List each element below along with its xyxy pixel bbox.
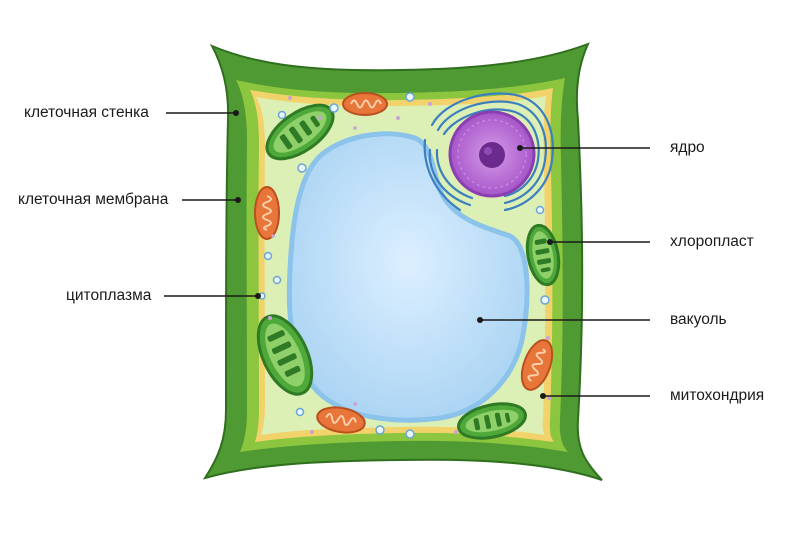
leader-lines (164, 112, 650, 397)
granules (268, 96, 551, 434)
label-cell-wall: клеточная стенка (24, 104, 149, 121)
label-mitochondria: митохондрия (670, 387, 765, 404)
nucleolus (479, 142, 505, 168)
label-cell-membrane: клеточная мембрана (18, 191, 169, 208)
label-nucleus: ядро (670, 139, 705, 156)
endoplasmic-reticulum (423, 92, 554, 212)
mitochondrion-right (520, 339, 554, 391)
label-vacuole: вакуоль (670, 311, 727, 328)
nucleus-inner-membrane (457, 119, 527, 189)
mitochondrion-left (254, 186, 280, 240)
nucleolus-highlight (484, 147, 492, 155)
label-chloroplast: хлоропласт (670, 233, 754, 250)
mitochondrion-top (342, 92, 388, 116)
leader-dots (233, 110, 553, 399)
label-cytoplasm: цитоплазма (66, 287, 152, 304)
chloroplast-top-left (265, 103, 335, 161)
chloroplast-left-bottom (256, 314, 314, 396)
chloroplast-bottom (457, 402, 527, 440)
mitochondrion-bottom (316, 406, 366, 434)
vacuole (286, 131, 530, 423)
